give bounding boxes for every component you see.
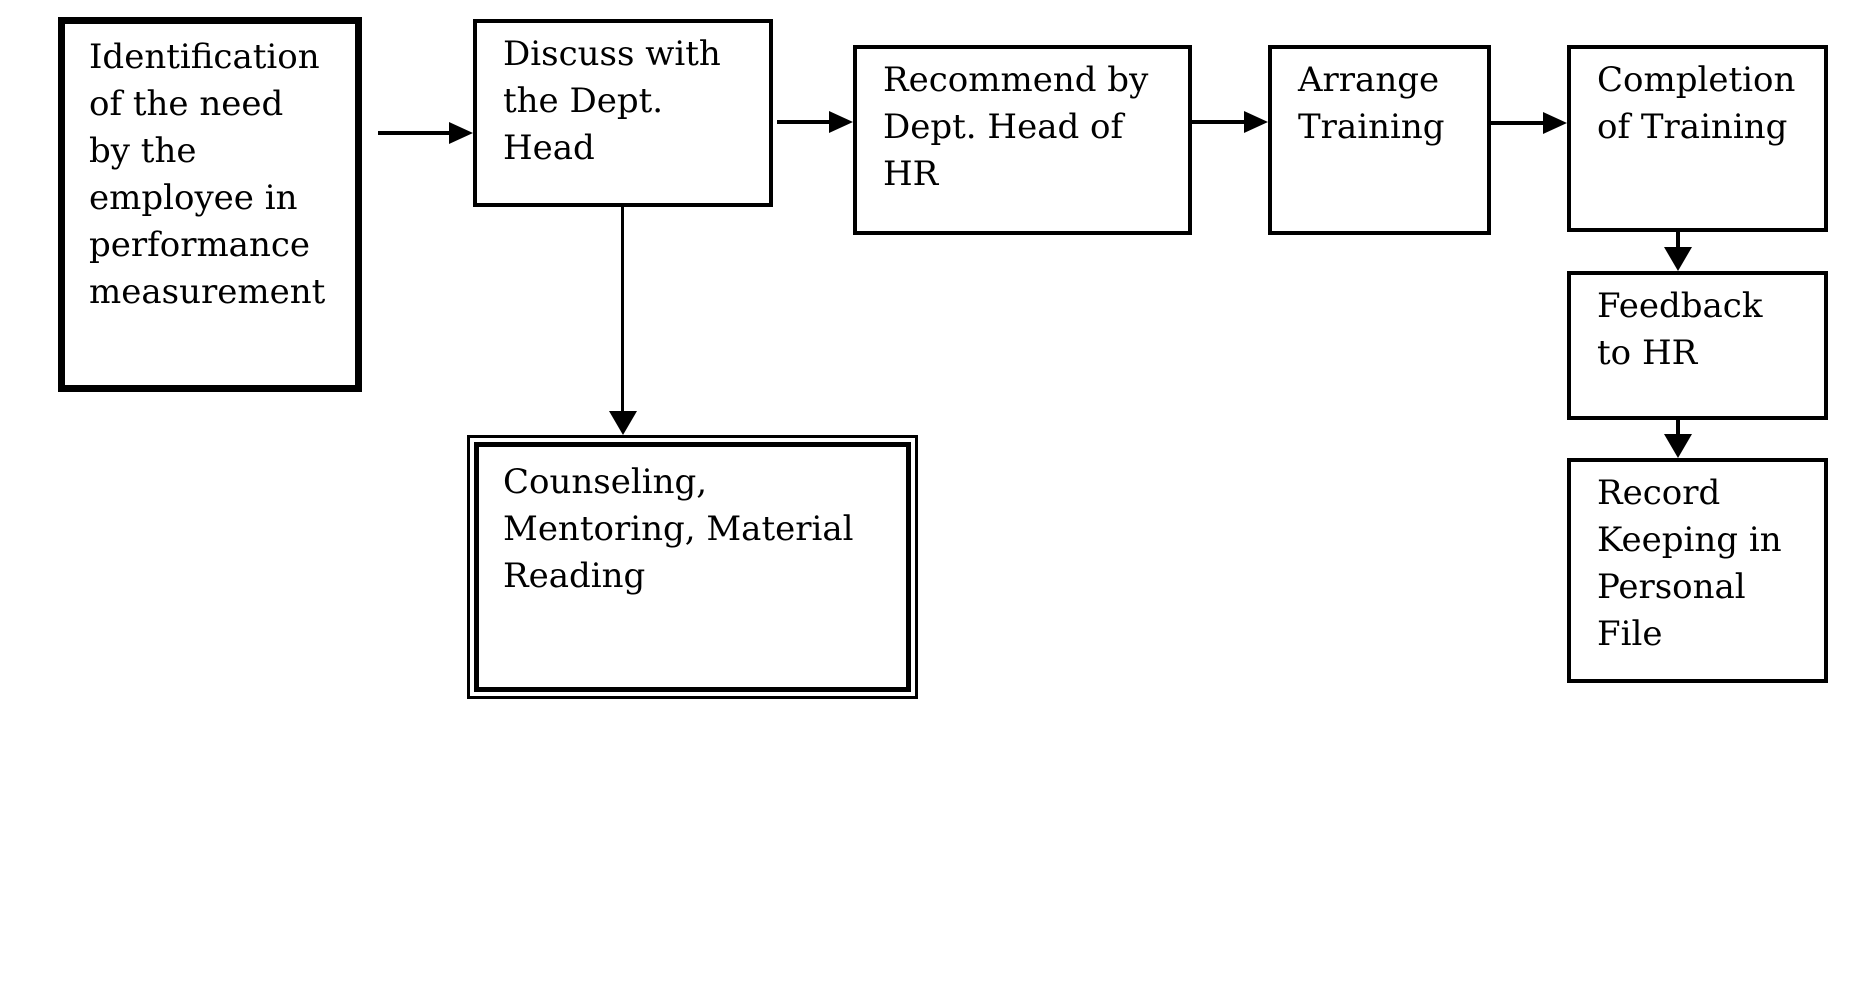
flowchart-box-recommend-by-dept-head-of-hr: Recommend by Dept. Head of HR bbox=[853, 45, 1192, 235]
flowchart-box-counseling-inner-border: Counseling, Mentoring, Material Reading bbox=[474, 442, 911, 692]
flowchart-box-feedback-to-hr: Feedback to HR bbox=[1567, 271, 1828, 420]
flowchart-box-counseling-mentoring-material-reading: Counseling, Mentoring, Material Reading bbox=[467, 435, 918, 699]
arrow-arrange-to-completion-line bbox=[1491, 121, 1545, 125]
flowchart-box-arrange-training: Arrange Training bbox=[1268, 45, 1491, 235]
arrow-identification-to-discuss-line bbox=[378, 131, 450, 135]
arrow-discuss-to-counseling-head bbox=[609, 411, 637, 435]
flowchart-box-record-keeping-in-personal-file: Record Keeping in Personal File bbox=[1567, 458, 1828, 683]
arrow-identification-to-discuss-head bbox=[449, 122, 473, 144]
arrow-recommend-to-arrange-head bbox=[1244, 111, 1268, 133]
arrow-recommend-to-arrange-line bbox=[1192, 120, 1246, 124]
arrow-feedback-to-record-head bbox=[1664, 434, 1692, 458]
arrow-completion-to-feedback-head bbox=[1664, 247, 1692, 271]
flowchart-box-identification-of-need: Identification of the need by the employ… bbox=[58, 17, 362, 392]
arrow-discuss-to-counseling-line bbox=[621, 207, 624, 412]
arrow-discuss-to-recommend-head bbox=[829, 111, 853, 133]
arrow-feedback-to-record-line bbox=[1676, 420, 1680, 436]
flowchart-box-completion-of-training: Completion of Training bbox=[1567, 45, 1828, 232]
arrow-arrange-to-completion-head bbox=[1543, 112, 1567, 134]
arrow-discuss-to-recommend-line bbox=[777, 120, 831, 124]
arrow-completion-to-feedback-line bbox=[1676, 232, 1680, 249]
flowchart-box-discuss-with-dept-head: Discuss with the Dept. Head bbox=[473, 19, 773, 207]
